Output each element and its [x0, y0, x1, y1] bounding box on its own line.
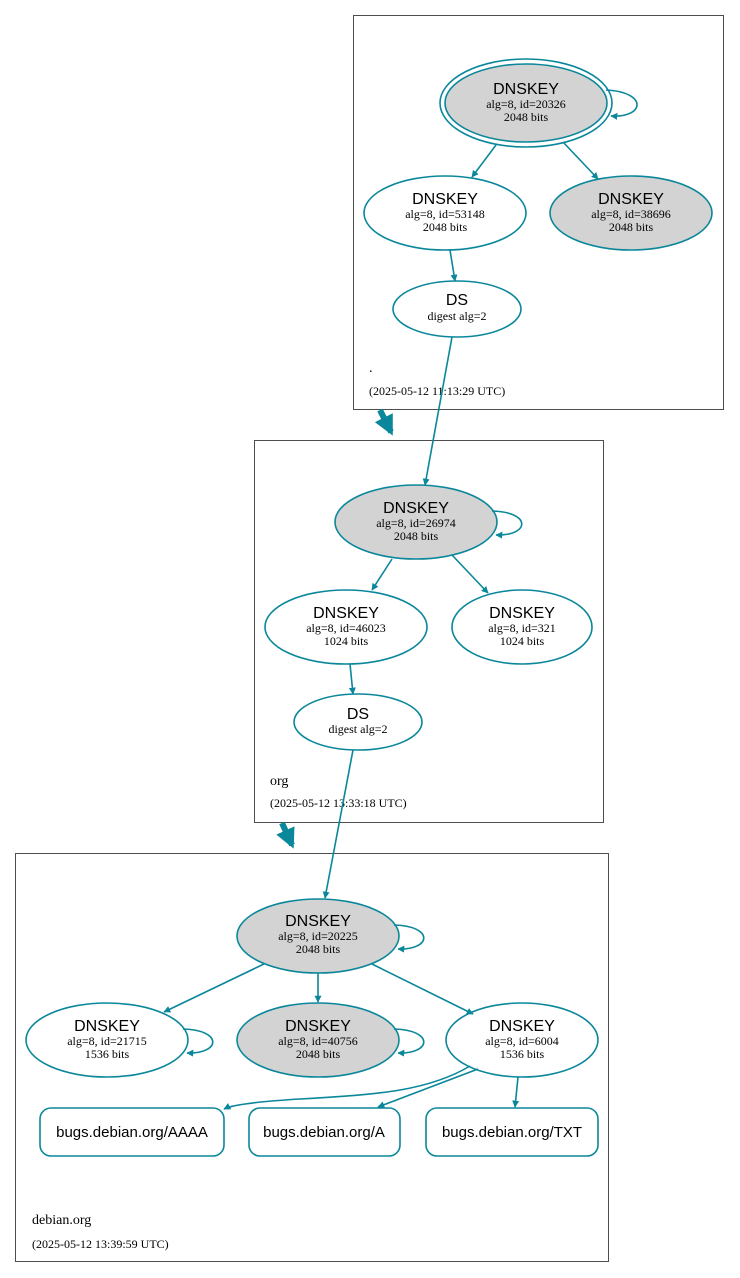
delegation-arrow-root-org [374, 408, 394, 436]
zone-org: org (2025-05-12 13:33:18 UTC) DNSKEY alg… [254, 440, 604, 823]
debian-key40756-ellipse [236, 1002, 400, 1078]
edge-org-ds-to-debian-ksk [322, 749, 354, 899]
org-zsk-type: DNSKEY [313, 605, 379, 622]
debian-key40756-type: DNSKEY [285, 1018, 351, 1035]
org-ds-type: DS [347, 706, 369, 723]
org-dnskey-46023[interactable]: DNSKEY alg=8, id=46023 1024 bits [264, 589, 428, 665]
org-edge-ksk-zsk2 [451, 554, 489, 594]
debian-key6004-type: DNSKEY [489, 1018, 555, 1035]
rrset-txt-box [425, 1107, 599, 1157]
debian-edge-6004-a [377, 1068, 479, 1109]
debian-key40756-alg-id: alg=8, id=40756 [278, 1034, 358, 1048]
zone-org-timestamp: (2025-05-12 13:33:18 UTC) [270, 796, 407, 810]
zone-debian-name: debian.org [32, 1213, 91, 1228]
debian-ksk-self-edge [393, 924, 425, 953]
rrset-a-box [248, 1107, 401, 1157]
org-edge-ksk-zsk [371, 558, 393, 591]
rrset-aaaa[interactable]: bugs.debian.org/AAAA [39, 1107, 225, 1157]
root-standby-bits: 2048 bits [609, 220, 654, 234]
debian-key21715-self-edge [182, 1028, 214, 1057]
org-ksk-bits: 2048 bits [394, 529, 439, 543]
org-zsk-bits: 1024 bits [324, 634, 369, 648]
debian-edge-ksk-6004 [371, 963, 474, 1015]
root-ds[interactable]: DS digest alg=2 [392, 280, 522, 338]
org-ds[interactable]: DS digest alg=2 [293, 693, 423, 751]
debian-key40756-self-edge [393, 1028, 425, 1057]
org-zsk-alg-id: alg=8, id=46023 [306, 621, 386, 635]
org-ksk-self-edge [491, 510, 523, 539]
debian-edge-6004-aaaa [223, 1065, 471, 1110]
rrset-aaaa-label: bugs.debian.org/AAAA [56, 1124, 208, 1141]
org-zsk-ellipse [264, 589, 428, 665]
debian-key21715-bits: 1536 bits [85, 1047, 130, 1061]
org-ds-ellipse [293, 693, 423, 751]
rrset-aaaa-box [39, 1107, 225, 1157]
debian-key21715-type: DNSKEY [74, 1018, 140, 1035]
root-zsk-alg-id: alg=8, id=53148 [405, 207, 485, 221]
zone-root-timestamp: (2025-05-12 11:13:29 UTC) [369, 384, 505, 398]
org-zsk2-bits: 1024 bits [500, 634, 545, 648]
debian-ksk-type: DNSKEY [285, 913, 351, 930]
rrset-txt[interactable]: bugs.debian.org/TXT [425, 1107, 599, 1157]
root-ksk-self-edge [605, 89, 638, 120]
debian-dnskey-20225[interactable]: DNSKEY alg=8, id=20225 2048 bits [236, 898, 400, 974]
rrset-txt-label: bugs.debian.org/TXT [442, 1124, 582, 1141]
org-edge-zsk-ds [348, 663, 356, 695]
root-zsk-ellipse [363, 175, 527, 251]
zone-org-name: org [270, 774, 288, 789]
zone-root: . (2025-05-12 11:13:29 UTC) DNSKEY alg=8… [353, 15, 724, 410]
debian-key40756-bits: 2048 bits [296, 1047, 341, 1061]
edge-root-ds-to-org-ksk [422, 336, 453, 486]
org-ds-digest: digest alg=2 [328, 722, 387, 736]
rrset-a[interactable]: bugs.debian.org/A [248, 1107, 401, 1157]
debian-dnskey-40756[interactable]: DNSKEY alg=8, id=40756 2048 bits [236, 1002, 400, 1078]
root-zsk-bits: 2048 bits [423, 220, 468, 234]
zone-debian: debian.org (2025-05-12 13:39:59 UTC) DNS… [15, 853, 609, 1262]
org-ksk-ellipse [334, 484, 498, 560]
root-edge-ksk-standby [562, 141, 599, 180]
debian-dnskey-21715[interactable]: DNSKEY alg=8, id=21715 1536 bits [25, 1002, 189, 1078]
rrset-a-label: bugs.debian.org/A [263, 1124, 385, 1141]
root-zsk-type: DNSKEY [412, 191, 478, 208]
root-ds-digest: digest alg=2 [427, 309, 486, 323]
root-edge-ksk-zsk [471, 144, 497, 178]
debian-ksk-bits: 2048 bits [296, 942, 341, 956]
root-ksk-alg-id: alg=8, id=20326 [486, 97, 566, 111]
org-ksk-type: DNSKEY [383, 500, 449, 517]
root-dnskey-20326[interactable]: DNSKEY alg=8, id=20326 2048 bits [439, 58, 613, 148]
root-ksk-type: DNSKEY [493, 81, 559, 98]
root-standby-ellipse [549, 175, 713, 251]
org-zsk2-alg-id: alg=8, id=321 [488, 621, 556, 635]
debian-edge-ksk-21715 [163, 963, 265, 1013]
debian-key6004-ellipse [445, 1002, 599, 1078]
debian-key6004-bits: 1536 bits [500, 1047, 545, 1061]
root-standby-alg-id: alg=8, id=38696 [591, 207, 671, 221]
org-zsk2-ellipse [451, 589, 593, 665]
org-dnskey-26974[interactable]: DNSKEY alg=8, id=26974 2048 bits [334, 484, 498, 560]
root-dnskey-53148[interactable]: DNSKEY alg=8, id=53148 2048 bits [363, 175, 527, 251]
delegation-arrow-org-debian [276, 821, 295, 849]
root-ksk-bits: 2048 bits [504, 110, 549, 124]
root-ksk-ellipse [444, 63, 608, 143]
root-standby-type: DNSKEY [598, 191, 664, 208]
org-ksk-alg-id: alg=8, id=26974 [376, 516, 456, 530]
zone-root-name: . [369, 361, 373, 376]
zone-debian-timestamp: (2025-05-12 13:39:59 UTC) [32, 1237, 169, 1251]
root-ds-type: DS [446, 292, 468, 309]
root-edge-zsk-ds [449, 249, 458, 282]
debian-ksk-alg-id: alg=8, id=20225 [278, 929, 358, 943]
org-zsk2-type: DNSKEY [489, 605, 555, 622]
org-dnskey-321[interactable]: DNSKEY alg=8, id=321 1024 bits [451, 589, 593, 665]
debian-key21715-alg-id: alg=8, id=21715 [67, 1034, 147, 1048]
debian-key6004-alg-id: alg=8, id=6004 [485, 1034, 559, 1048]
debian-key21715-ellipse [25, 1002, 189, 1078]
root-dnskey-38696[interactable]: DNSKEY alg=8, id=38696 2048 bits [549, 175, 713, 251]
debian-dnskey-6004[interactable]: DNSKEY alg=8, id=6004 1536 bits [445, 1002, 599, 1078]
debian-edge-6004-txt [512, 1076, 520, 1108]
